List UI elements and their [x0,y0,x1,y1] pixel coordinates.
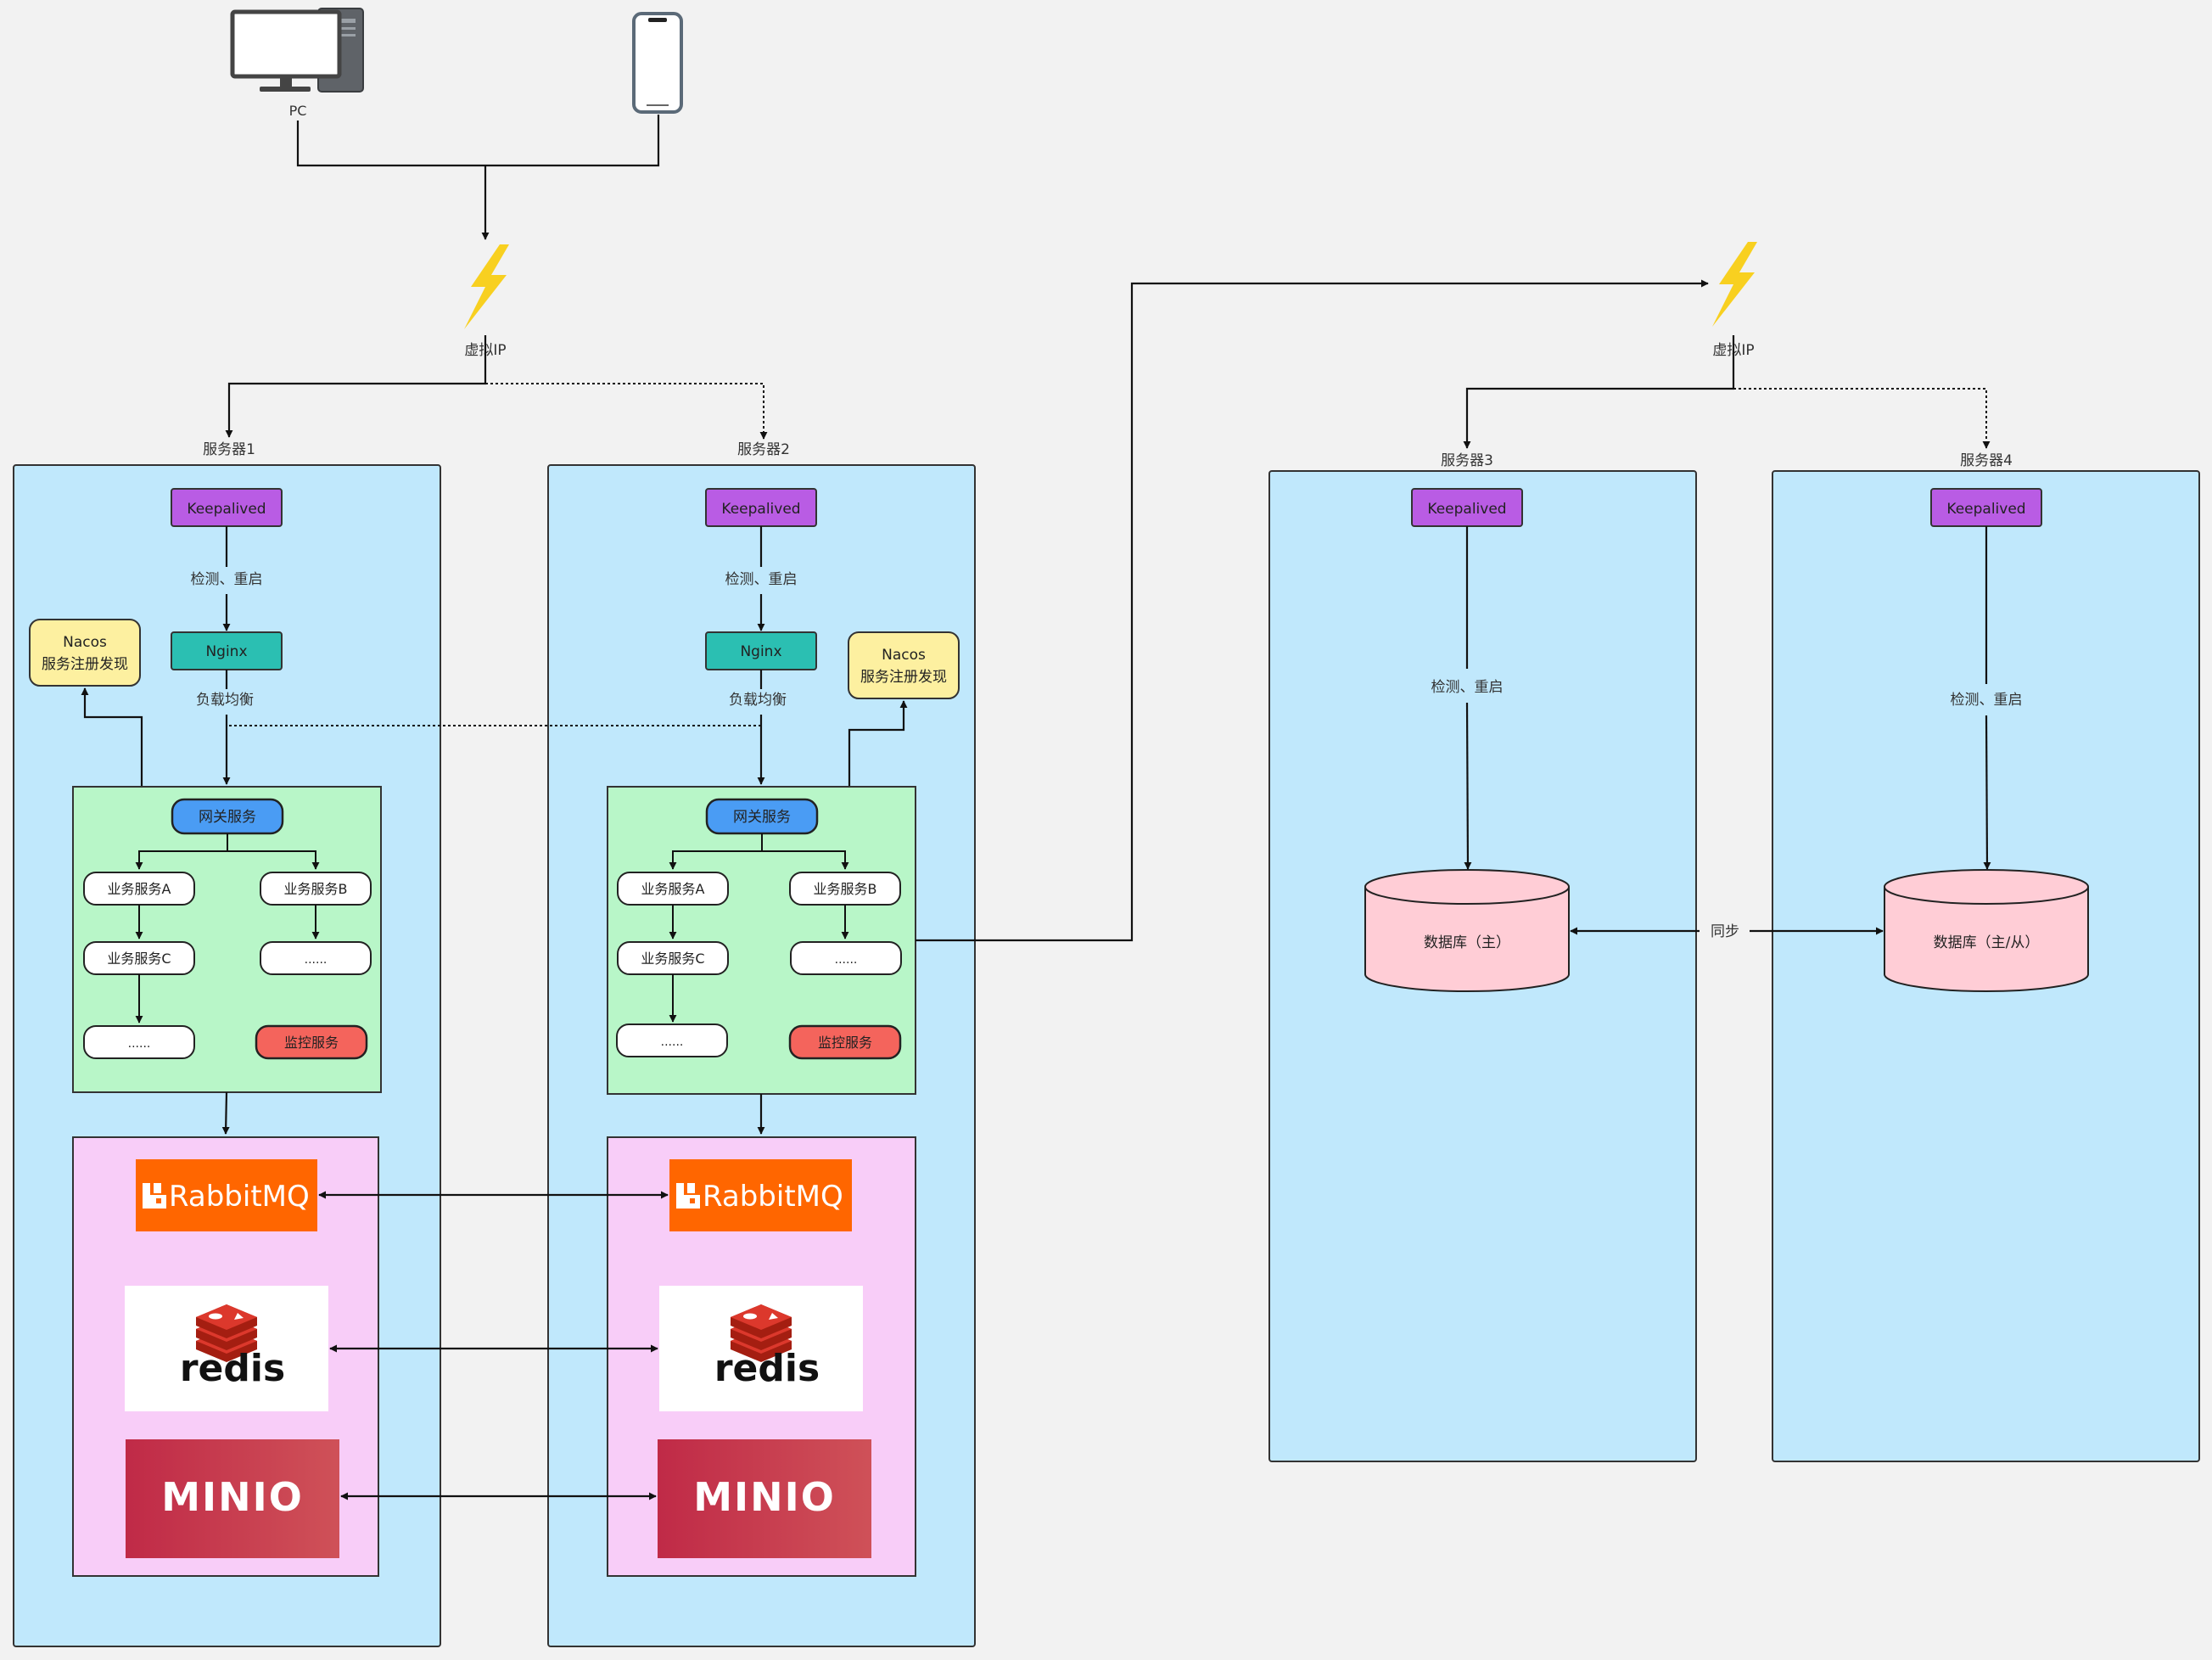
vip-right-lightning-icon [1712,242,1757,327]
server1-gateway-label: 网关服务 [199,809,256,826]
vip-right-connectors [1463,335,1735,449]
db-sync-label: 同步 [1711,923,1739,940]
server2-keepalived-label: Keepalived [721,501,800,518]
server2-svc-more1 [616,1023,728,1057]
server2-to-db-vip-link [916,279,1709,942]
server2-title: 服务器2 [737,441,790,458]
server4: Keepalived 检测、重启 数据库（主/从） [1884,488,2089,992]
server1-lb-label: 负载均衡 [196,692,254,709]
server1-minio-text: MINIO [161,1474,304,1520]
server2-redis-text: redis [714,1347,820,1390]
server3-check-label: 检测、重启 [1431,679,1504,696]
pc-icon [230,8,364,93]
server1-redis-icon [196,1304,257,1362]
server2-svc-c-label: 业务服务C [641,951,704,967]
server1: Keepalived 检测、重启 Nginx 负载均衡 Nacos 服务注册发现… [29,488,382,1577]
server2-rabbitmq-text: RabbitMQ [703,1180,843,1214]
server2-svc-b-label: 业务服务B [814,881,877,897]
server2-redis-icon [731,1304,792,1362]
server1-svc-more1 [83,1025,195,1059]
server3-title: 服务器3 [1441,452,1493,469]
server2-monitor-label: 监控服务 [818,1035,872,1051]
server4-check-label: 检测、重启 [1951,692,2023,709]
server1-nacos-line1: Nacos [63,634,107,651]
server1-keepalived-label: Keepalived [187,501,266,518]
client-connectors [296,115,660,240]
server4-db-label: 数据库（主/从） [1934,934,2040,951]
server1-minio-logo [126,1439,339,1558]
server2-svc-more2-label: ...... [835,953,858,967]
vip-right-standby-link [1733,388,1991,449]
server2-nginx-label: Nginx [740,643,781,660]
vip-left-standby-link [485,383,768,440]
server3-database-icon [1364,869,1570,992]
server2-minio-text: MINIO [693,1474,836,1520]
server2-gateway-label: 网关服务 [733,809,791,826]
server1-monitor-box [255,1024,368,1060]
server2-minio-logo [658,1439,871,1558]
server2-nacos-line2: 服务注册发现 [860,669,947,686]
vip-left-connectors [225,335,487,438]
server1-svc-more2-label: ...... [305,953,328,967]
server2-monitor-box [788,1024,902,1060]
server2-check-label: 检测、重启 [725,571,798,588]
server2-nacos-line1: Nacos [882,647,926,664]
server1-svc-a-label: 业务服务A [108,881,171,897]
server1-nacos-box [29,619,141,687]
server1-check-label: 检测、重启 [191,571,263,588]
server1-svc-c-label: 业务服务C [107,951,171,967]
server2-nacos-box [848,631,960,699]
server3-db-label: 数据库（主） [1424,934,1510,951]
server1-nacos-line2: 服务注册发现 [42,656,128,673]
server1-rabbitmq-text: RabbitMQ [169,1180,310,1214]
phone-icon [632,12,683,114]
server1-svc-b-label: 业务服务B [284,881,348,897]
server1-redis-text: redis [180,1347,285,1390]
server4-title: 服务器4 [1960,452,2013,469]
pc-label: PC [289,103,307,119]
vip-left-lightning-icon [464,244,509,329]
server1-title: 服务器1 [203,441,255,458]
server1-svc-more2 [260,941,372,975]
server4-database-icon [1884,869,2089,992]
server2-lb-label: 负载均衡 [729,692,787,709]
server1-monitor-label: 监控服务 [284,1035,339,1051]
server1-svc-more1-label: ...... [128,1037,151,1051]
server3-keepalived-label: Keepalived [1427,501,1506,518]
server3: Keepalived 检测、重启 数据库（主） [1364,488,1570,992]
server1-nginx-label: Nginx [205,643,247,660]
server2: Keepalived 检测、重启 Nginx 负载均衡 Nacos 服务注册发现… [607,488,960,1577]
server4-keepalived-label: Keepalived [1946,501,2025,518]
server2-svc-more1-label: ...... [661,1035,684,1049]
server2-svc-more2 [790,941,902,975]
server2-svc-a-label: 业务服务A [641,881,705,897]
